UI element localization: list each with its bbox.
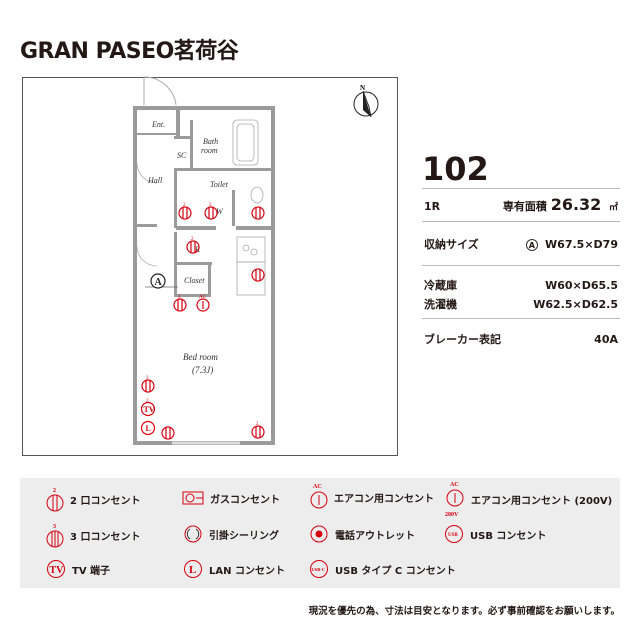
label-bedroom: Bed room	[183, 352, 218, 362]
legend-item: 引掛シーリング	[183, 524, 279, 544]
outlet-2-icon	[141, 379, 155, 393]
storage-label: 収納サイズ	[424, 238, 479, 251]
legend-item: L LAN コンセント	[183, 559, 285, 579]
label-bath-room: room	[201, 146, 218, 155]
label-toilet: Toilet	[210, 180, 229, 189]
outlet-icon	[251, 206, 265, 220]
svg-text:2: 2	[191, 237, 194, 242]
legend-item: ガスコンセント	[182, 490, 280, 506]
outlet-2-icon	[251, 425, 265, 439]
outlet-icon	[251, 268, 265, 282]
svg-text:L: L	[189, 564, 196, 576]
svg-text:USB-C: USB-C	[312, 567, 326, 572]
usb-outlet-icon: USB	[445, 525, 463, 543]
ac-200v-outlet-icon: AC 200V	[445, 482, 464, 518]
breaker-row: ブレーカー表記 40A	[424, 331, 618, 347]
svg-text:2: 2	[183, 203, 186, 208]
svg-text:2: 2	[178, 295, 181, 300]
breaker-label: ブレーカー表記	[424, 333, 501, 346]
label-entrance: Ent.	[151, 120, 165, 129]
area-unit: ㎡	[608, 203, 618, 213]
svg-text:2: 2	[146, 399, 149, 404]
fridge-value: W60×D65.5	[545, 279, 618, 292]
svg-text:L: L	[146, 424, 151, 433]
svg-text:TV: TV	[144, 405, 155, 414]
label-fridge: R	[194, 245, 200, 254]
lan-outlet-icon: L	[184, 560, 202, 578]
layout-area-row: 1R 専有面積 26.32 ㎡	[424, 195, 618, 214]
tv-terminal-icon: TV	[47, 560, 65, 578]
fridge-label: 冷蔵庫	[424, 279, 457, 292]
phone-outlet-icon	[310, 525, 328, 543]
label-washer: W	[216, 207, 224, 216]
usb-c-outlet-icon: USB-C	[310, 560, 328, 578]
storage-value: W67.5×D79	[545, 238, 618, 251]
svg-text:AC: AC	[450, 482, 459, 488]
legend-item: USB-C USB タイプ C コンセント	[309, 559, 456, 579]
ac-outlet-icon: AC	[310, 484, 328, 509]
gas-outlet-icon	[182, 491, 204, 505]
svg-text:2: 2	[256, 422, 259, 427]
svg-text:3: 3	[53, 524, 56, 530]
floor-plan-frame	[22, 77, 398, 456]
legend-item: 2 2 口コンセント	[46, 486, 140, 512]
outlet-2-icon: 2	[46, 488, 64, 512]
ceiling-hook-icon	[184, 525, 202, 543]
compass-icon: N	[353, 84, 379, 118]
svg-text:200V: 200V	[445, 512, 459, 518]
washer-row: 洗濯機 W62.5×D62.5	[424, 296, 618, 312]
label-bedroom-size: (7.3J)	[192, 365, 213, 375]
legend-item: 電話アウトレット	[309, 524, 415, 544]
label-hall: Hall	[147, 176, 163, 185]
label-closet: Closet	[184, 276, 205, 285]
label-shoe-closet: SC	[177, 151, 187, 160]
fridge-row: 冷蔵庫 W60×D65.5	[424, 277, 618, 293]
legend-item: 3 3 口コンセント	[46, 522, 140, 548]
tv-terminal-icon	[140, 401, 156, 417]
outlets	[140, 206, 265, 440]
disclaimer-note: 現況を優先の為、寸法は目安となります。必ず事前確認をお願いします。	[308, 606, 620, 617]
outlet-2-icon	[186, 240, 200, 254]
area-label: 専有面積	[502, 200, 547, 213]
outlet-icon	[161, 426, 175, 440]
storage-row: 収納サイズ A W67.5×D79	[424, 236, 618, 252]
svg-text:AC: AC	[313, 484, 322, 490]
outlet-2-icon	[173, 298, 187, 312]
area-value: 26.32	[550, 195, 602, 214]
room-number: 102	[422, 150, 489, 188]
washer-label: 洗濯機	[424, 298, 457, 311]
outlet-2-icon	[204, 206, 218, 220]
svg-text:2: 2	[209, 203, 212, 208]
ac-outlet-icon	[196, 298, 210, 312]
washer-value: W62.5×D62.5	[533, 298, 618, 311]
outlet-2-icon	[178, 206, 192, 220]
svg-text:A: A	[155, 277, 163, 288]
legend-item: AC エアコン用コンセント	[310, 482, 434, 512]
label-bath: Bath	[203, 137, 218, 146]
svg-text:USB: USB	[448, 533, 458, 538]
property-title: GRAN PASEO茗荷谷	[20, 39, 239, 64]
svg-text:N: N	[360, 84, 365, 92]
outlet-3-icon: 3	[46, 524, 64, 548]
legend-item: USB USB コンセント	[444, 524, 546, 544]
layout-type: 1R	[424, 200, 441, 213]
storage-marker-badge: A	[525, 239, 538, 251]
svg-text:2: 2	[146, 376, 149, 381]
lan-outlet-icon	[140, 420, 156, 436]
storage-marker: A	[150, 273, 166, 289]
svg-text:2: 2	[53, 488, 56, 494]
walls	[133, 106, 275, 445]
svg-text:AC: AC	[199, 295, 207, 300]
breaker-value: 40A	[594, 333, 618, 346]
svg-text:TV: TV	[50, 565, 65, 576]
legend-item: TV TV 端子	[46, 559, 110, 579]
entry-door	[143, 76, 177, 106]
